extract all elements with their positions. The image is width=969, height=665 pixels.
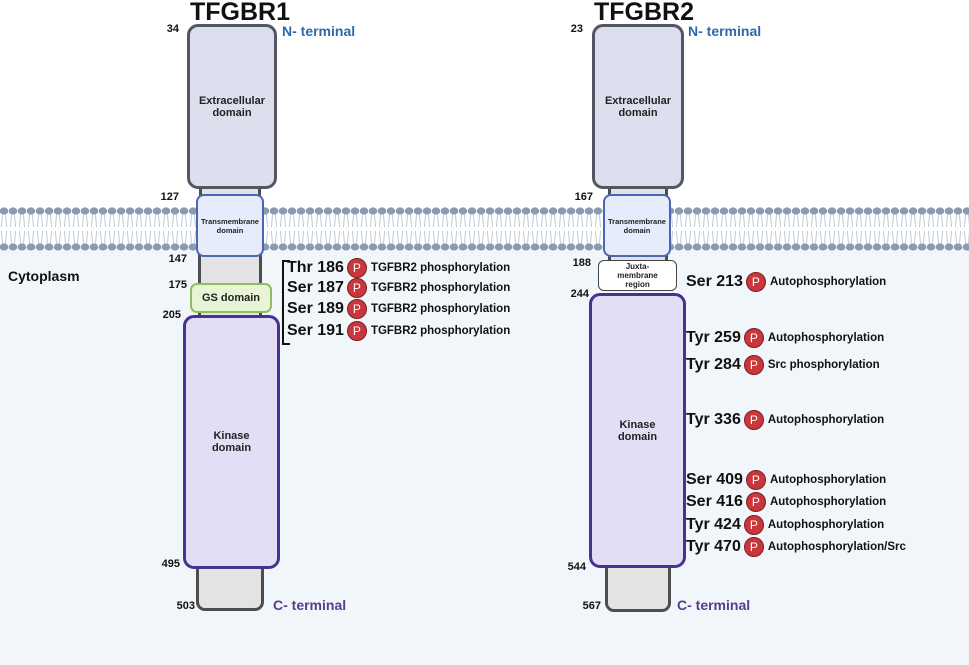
site-description: Autophosphorylation [767,414,885,426]
site-description: Autophosphorylation [767,519,885,531]
site-label: Ser 191 [287,322,344,339]
phospho-p-icon: P [745,470,766,490]
receptor1-boundary-147: 147 [168,253,187,265]
receptor2-site-row: Ser 409 P Autophosphorylation [686,470,886,490]
receptor1-gs-domain: GS domain [190,283,272,313]
site-label: Ser 409 [686,471,743,488]
site-label: Tyr 424 [686,516,741,533]
cell-membrane [0,207,969,251]
cytoplasm-label: Cytoplasm [8,268,80,284]
site-description: TGFBR2 phosphorylation [370,325,511,337]
receptor2-site-row: Tyr 336 P Autophosphorylation [686,410,884,430]
site-label: Ser 416 [686,493,743,510]
phospho-p-icon: P [745,492,766,512]
receptor1-n-terminal-label: N- terminal [282,23,356,39]
receptor2-kinase-domain: Kinase domain [589,293,686,568]
receptor2-site-row: Tyr 284 P Src phosphorylation [686,355,880,375]
receptor2-boundary-188: 188 [572,257,591,269]
site-label: Thr 186 [287,259,344,276]
site-label: Tyr 470 [686,538,741,555]
receptor2-site-row: Tyr 470 P Autophosphorylation/Src [686,537,906,557]
phospho-p-icon: P [743,328,764,348]
site-label: Ser 213 [686,273,743,290]
receptor2-c-terminal-label: C- terminal [677,597,751,613]
site-label: Ser 189 [287,300,344,317]
receptor1-kinase-domain: Kinase domain [183,315,280,569]
site-description: TGFBR2 phosphorylation [370,262,511,274]
receptor1-site-row: Ser 189 P TGFBR2 phosphorylation [287,299,510,319]
receptor1-boundary-503: 503 [176,600,195,612]
site-label: Tyr 336 [686,411,741,428]
phospho-p-icon: P [743,515,764,535]
phospho-p-icon: P [743,355,764,375]
site-description: Src phosphorylation [767,359,880,371]
receptor2-title: TFGBR2 [594,0,694,26]
receptor2-boundary-244: 244 [570,288,589,300]
site-description: TGFBR2 phosphorylation [370,282,511,294]
receptor2-boundary-567: 567 [582,600,601,612]
site-description: Autophosphorylation/Src [767,541,906,553]
receptor1-c-terminal-label: C- terminal [273,597,347,613]
receptor1-gs-bracket [282,260,290,345]
receptor2-site-row: Tyr 424 P Autophosphorylation [686,515,884,535]
receptor1-site-row: Ser 191 P TGFBR2 phosphorylation [287,321,510,341]
receptor2-site-row: Ser 416 P Autophosphorylation [686,492,886,512]
site-description: Autophosphorylation [769,276,887,288]
receptor1-boundary-34: 34 [166,23,179,35]
phospho-p-icon: P [743,410,764,430]
receptor1-boundary-205: 205 [162,309,181,321]
phospho-p-icon: P [346,258,367,278]
phospho-p-icon: P [745,272,766,292]
receptor1-boundary-495: 495 [161,558,180,570]
receptor2-n-terminal-label: N- terminal [688,23,762,39]
phospho-p-icon: P [743,537,764,557]
site-description: Autophosphorylation [769,496,887,508]
phospho-p-icon: P [346,278,367,298]
site-label: Ser 187 [287,279,344,296]
site-description: Autophosphorylation [769,474,887,486]
receptor2-site-row: Ser 213 P Autophosphorylation [686,272,886,292]
receptor1-extracellular-domain: Extracellular domain [187,24,277,189]
receptor2-juxtamembrane-region: Juxta-membrane region [598,260,677,291]
site-label: Tyr 259 [686,329,741,346]
receptor1-transmembrane-domain: Transmembrane domain [196,194,264,257]
phospho-p-icon: P [346,321,367,341]
receptor1-boundary-127: 127 [160,191,179,203]
receptor2-c-tail [605,560,671,612]
phospho-p-icon: P [346,299,367,319]
receptor2-boundary-23: 23 [570,23,583,35]
site-description: Autophosphorylation [767,332,885,344]
receptor1-site-row: Ser 187 P TGFBR2 phosphorylation [287,278,510,298]
receptor2-transmembrane-domain: Transmembrane domain [603,194,671,257]
site-label: Tyr 284 [686,356,741,373]
cytoplasm-region [0,248,969,665]
receptor1-boundary-175: 175 [168,279,187,291]
receptor1-title: TFGBR1 [190,0,290,26]
site-description: TGFBR2 phosphorylation [370,303,511,315]
receptor2-site-row: Tyr 259 P Autophosphorylation [686,328,884,348]
receptor2-boundary-167: 167 [574,191,593,203]
receptor2-boundary-544: 544 [567,561,586,573]
receptor2-extracellular-domain: Extracellular domain [592,24,684,189]
receptor1-site-row: Thr 186 P TGFBR2 phosphorylation [287,258,510,278]
